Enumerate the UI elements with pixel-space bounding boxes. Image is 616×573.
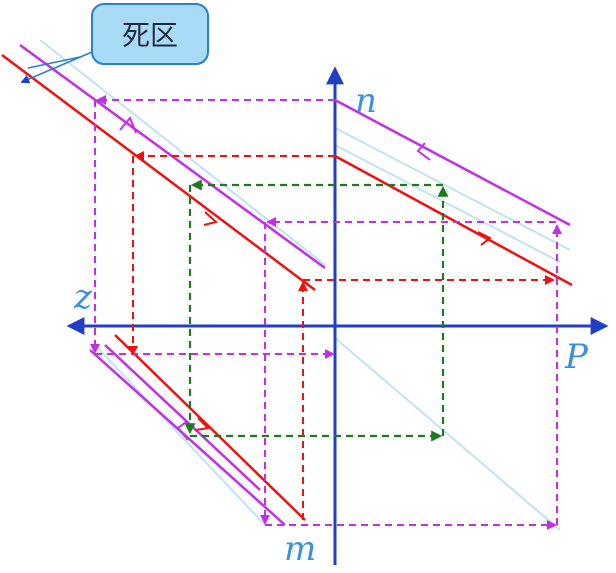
arrow-red-ll (195, 417, 211, 431)
magenta-dashed-loop (90, 95, 562, 530)
magenta-lines (19, 43, 571, 526)
guide-upper-left-1 (39, 39, 326, 266)
direction-arrows (119, 116, 492, 441)
red-upper-left (1, 54, 316, 291)
magenta-upper-right (334, 98, 571, 227)
dead-zone-callout: 死区 (20, 3, 209, 84)
axis-label-z: z (73, 277, 93, 317)
red-upper-right (334, 154, 573, 287)
guide-upper-right-1 (334, 127, 571, 251)
magenta-lower-left-2 (104, 344, 261, 491)
arrow-magenta-ul (119, 116, 137, 134)
callout-pointer-2 (27, 56, 81, 69)
axis-label-n: n (355, 81, 377, 121)
arrow-magenta-ur (416, 142, 431, 161)
guide-lower-right-1 (334, 337, 561, 531)
axis-label-P: P (564, 337, 589, 377)
arrow-red-ur (477, 231, 492, 246)
callout-text: 死区 (122, 19, 178, 52)
callout-box (91, 3, 209, 65)
light-guides (39, 39, 571, 531)
red-lines (1, 54, 573, 521)
magenta-lower-left-1 (89, 349, 286, 526)
arrow-red-ul (203, 211, 219, 226)
red-lower-left (114, 334, 306, 521)
green-dashed-loop (184, 179, 449, 442)
callout-pointer (20, 51, 93, 84)
axis-label-m: m (284, 529, 316, 569)
arrow-magenta-ll (176, 421, 189, 441)
guide-upper-right-2 (334, 144, 561, 263)
guide-lower-left-1 (94, 344, 266, 526)
axes (66, 66, 609, 565)
red-dashed-loop (128, 151, 555, 520)
